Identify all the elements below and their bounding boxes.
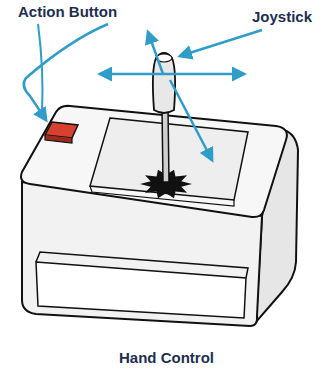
part-label: Action Button	[18, 3, 117, 20]
direction-arrow	[100, 73, 163, 76]
direction-arrow	[148, 32, 163, 74]
body-top	[21, 106, 287, 217]
front-recess	[36, 262, 246, 318]
caption-text: Hand Control	[119, 349, 214, 366]
joystick-shaft	[162, 108, 169, 182]
part-label: Joystick	[252, 8, 312, 25]
leader-line	[180, 30, 262, 56]
leader-line	[24, 24, 108, 120]
button-edge	[45, 135, 72, 143]
leader-line	[38, 24, 43, 112]
recess-lip	[36, 252, 248, 278]
direction-arrows	[100, 32, 244, 160]
direction-arrow	[163, 73, 244, 76]
direction-arrow	[170, 80, 212, 160]
